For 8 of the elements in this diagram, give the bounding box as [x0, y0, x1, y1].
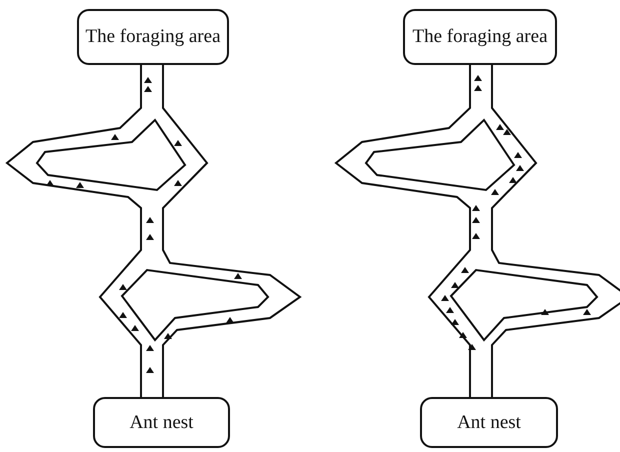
- rounded-box: [403, 9, 557, 65]
- box-label: Ant nest: [457, 412, 521, 432]
- rounded-box: [420, 397, 558, 448]
- box-label: Ant nest: [130, 412, 194, 432]
- box-label: The foraging area: [85, 27, 221, 47]
- box-label: The foraging area: [412, 27, 548, 47]
- rounded-box: [77, 9, 229, 65]
- rounded-box: [93, 397, 230, 448]
